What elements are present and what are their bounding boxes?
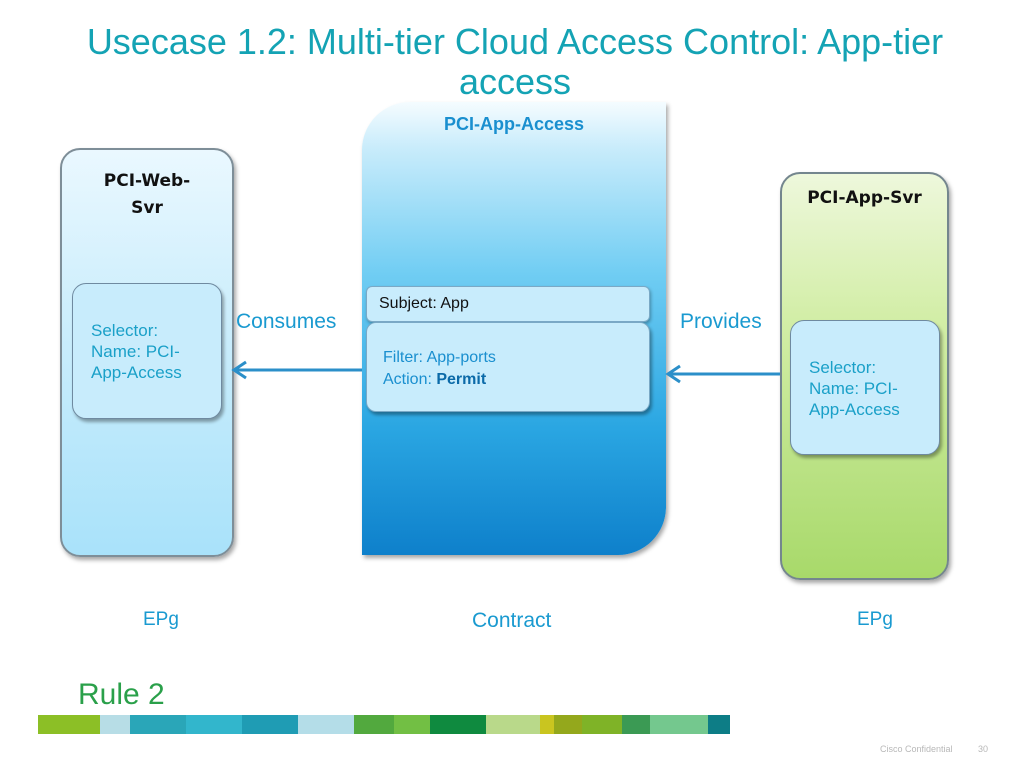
selector-web-text: Selector: Name: PCI- App-Access	[91, 320, 182, 383]
stripe-segment	[708, 715, 730, 734]
caption-contract: Contract	[472, 609, 552, 632]
filter-label: Filter: App-ports	[383, 349, 496, 366]
epg-app-title: PCI-App-Svr	[807, 188, 922, 208]
selector-app-line-3: App-Access	[809, 400, 900, 419]
filter-text: Filter: App-ports Action: Permit	[383, 347, 496, 391]
selector-web: Selector: Name: PCI- App-Access	[72, 283, 222, 419]
provides-label: Provides	[680, 310, 762, 333]
stripe-segment	[354, 715, 394, 734]
epg-web-title: PCI-Web- Svr	[62, 168, 232, 222]
selector-app: Selector: Name: PCI- App-Access	[790, 320, 940, 455]
stripe-segment	[186, 715, 242, 734]
color-stripe	[38, 715, 730, 734]
filter-box: Filter: App-ports Action: Permit	[366, 322, 650, 412]
epg-web-title-line-1: PCI-Web-	[103, 171, 191, 191]
stripe-segment	[430, 715, 486, 734]
epg-web-title-line-2: Svr	[131, 198, 163, 218]
selector-app-text: Selector: Name: PCI- App-Access	[809, 357, 900, 420]
stripe-segment	[486, 715, 540, 734]
stripe-segment	[554, 715, 582, 734]
stripe-segment	[394, 715, 430, 734]
stripe-segment	[540, 715, 554, 734]
consumes-arrow-head	[231, 360, 247, 380]
selector-app-line-2: Name: PCI-	[809, 379, 898, 398]
consumes-label: Consumes	[236, 310, 337, 333]
action-value: Permit	[436, 371, 487, 388]
stripe-segment	[130, 715, 186, 734]
stripe-segment	[298, 715, 354, 734]
subject-label: Subject: App	[379, 295, 469, 312]
caption-epg-left: EPg	[143, 609, 179, 630]
stripe-segment	[242, 715, 298, 734]
caption-epg-right: EPg	[857, 609, 893, 630]
contract-title: PCI-App-Access	[443, 114, 585, 134]
stripe-segment	[38, 715, 100, 734]
stripe-segment	[650, 715, 708, 734]
selector-web-line-3: App-Access	[91, 363, 182, 382]
selector-app-line-1: Selector:	[809, 358, 877, 377]
selector-web-line-1: Selector:	[91, 321, 159, 340]
stripe-segment	[100, 715, 130, 734]
subject-box: Subject: App	[366, 286, 650, 322]
stripe-segment	[622, 715, 650, 734]
slide-title: Usecase 1.2: Multi-tier Cloud Access Con…	[20, 22, 1010, 102]
title-line-1: Usecase 1.2: Multi-tier Cloud Access Con…	[86, 21, 944, 62]
selector-web-line-2: Name: PCI-	[91, 342, 180, 361]
action-line: Action: Permit	[383, 369, 496, 391]
footer-page-number: 30	[978, 744, 989, 754]
stripe-segment	[582, 715, 622, 734]
provides-arrow-head	[665, 364, 681, 384]
footer-confidential: Cisco Confidential	[880, 744, 953, 754]
rule-label: Rule 2	[78, 678, 165, 711]
title-line-2: access	[458, 61, 572, 102]
action-prefix: Action:	[383, 371, 437, 388]
